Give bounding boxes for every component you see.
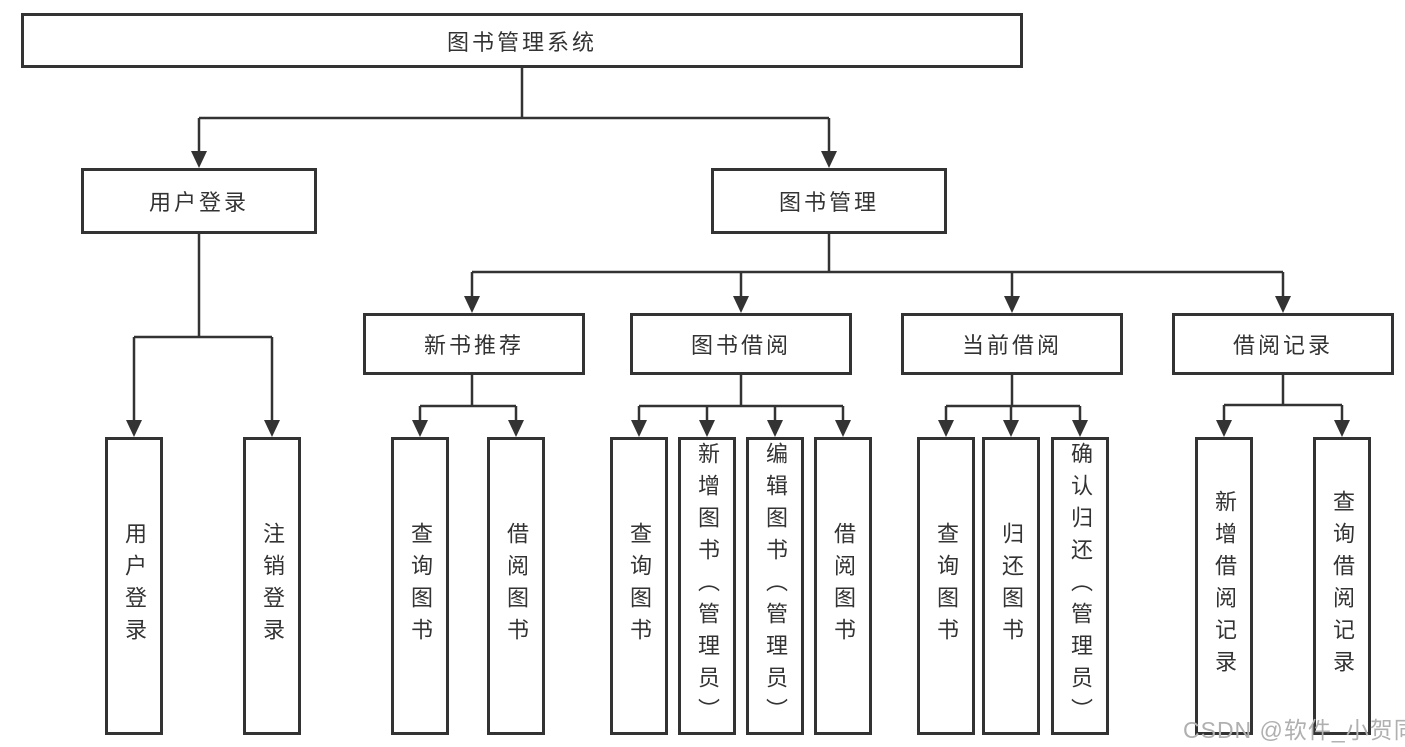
node-current-borrowing: 当前借阅 bbox=[901, 313, 1123, 375]
node-book-management: 图书管理 bbox=[711, 168, 947, 234]
csdn-watermark: CSDN @软件_小贺同学 bbox=[1183, 717, 1405, 743]
leaf-current-query-books: 查询图书 bbox=[917, 437, 975, 735]
leaf-newbook-query-books: 查询图书 bbox=[391, 437, 449, 735]
leaf-newbook-borrow-books: 借阅图书 bbox=[487, 437, 545, 735]
node-new-book-recommendation: 新书推荐 bbox=[363, 313, 585, 375]
leaf-borrowing-borrow-books: 借阅图书 bbox=[814, 437, 872, 735]
arrowheads bbox=[126, 151, 1350, 437]
node-borrowing-records: 借阅记录 bbox=[1172, 313, 1394, 375]
leaf-current-confirm-return-admin: 确认归还（管理员） bbox=[1051, 437, 1109, 735]
leaf-records-query-borrow-record: 查询借阅记录 bbox=[1313, 437, 1371, 735]
node-user-login: 用户登录 bbox=[81, 168, 317, 234]
leaf-current-return-books: 归还图书 bbox=[982, 437, 1040, 735]
leaf-borrowing-edit-books-admin: 编辑图书（管理员） bbox=[746, 437, 804, 735]
leaf-user-login: 用户登录 bbox=[105, 437, 163, 735]
leaf-borrowing-query-books: 查询图书 bbox=[610, 437, 668, 735]
node-library-management-system: 图书管理系统 bbox=[21, 13, 1023, 68]
node-book-borrowing: 图书借阅 bbox=[630, 313, 852, 375]
leaf-logout: 注销登录 bbox=[243, 437, 301, 735]
leaf-borrowing-add-books-admin: 新增图书（管理员） bbox=[678, 437, 736, 735]
leaf-records-add-borrow-record: 新增借阅记录 bbox=[1195, 437, 1253, 735]
